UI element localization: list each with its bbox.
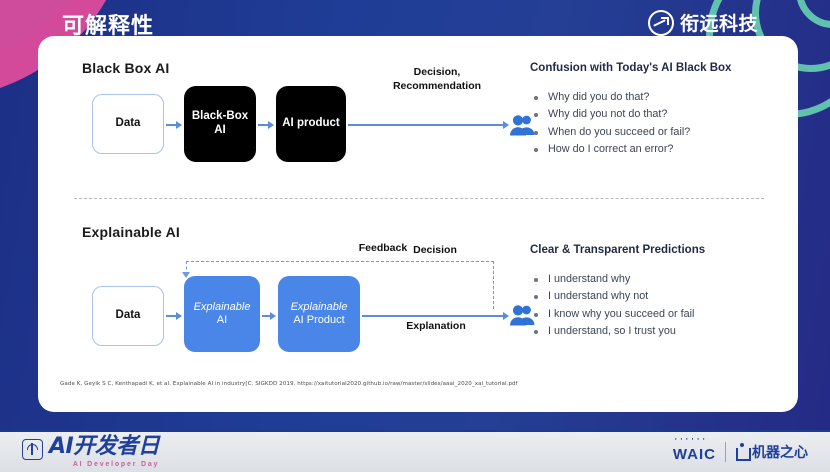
list-item: I know why you succeed or fail — [530, 306, 742, 323]
content-card: Black Box AI Data Black-Box AI AI produc… — [38, 36, 798, 412]
node-explainable-ai: Explainable AI — [184, 276, 260, 352]
feedback-line-left — [186, 261, 187, 275]
node-explainable-ai-rest: AI — [216, 314, 228, 326]
arrow-xai-to-xaiproduct — [262, 312, 276, 319]
waic-logo: ' ' ' ' ' ' WAIC — [672, 438, 716, 463]
node-ai-product: AI product — [276, 86, 346, 162]
list-item: I understand, so I trust you — [530, 323, 742, 340]
robot-icon — [735, 442, 748, 461]
page-title: 可解释性 — [62, 14, 155, 39]
label-decision-recommendation-line2: Recommendation — [392, 79, 482, 92]
waic-logo-text: WAIC — [672, 446, 716, 463]
event-badge-icon — [22, 439, 43, 460]
node-explainable-ai-product: Explainable AI Product — [278, 276, 360, 352]
partner-logo: 机器之心 — [735, 442, 808, 462]
people-icon-explainable — [510, 304, 536, 326]
section-title-black-box: Black Box AI — [82, 60, 170, 76]
node-black-box-ai-line1: Black-Box — [191, 110, 249, 123]
node-data-explainable: Data — [92, 286, 164, 346]
section-title-explainable-ai: Explainable AI — [82, 224, 180, 240]
arrow-xaiproduct-to-people — [362, 312, 509, 319]
footer-divider — [725, 441, 726, 462]
list-item: When do you succeed or fail? — [530, 124, 742, 141]
label-feedback: Feedback — [358, 242, 408, 254]
node-black-box-ai: Black-Box AI — [184, 86, 256, 162]
arrow-product-to-people — [348, 121, 509, 128]
label-decision: Decision — [413, 244, 457, 256]
partner-logo-text: 机器之心 — [752, 444, 808, 461]
citation-text: Gade K, Geyik S C, Kenthapadi K, et al. … — [60, 381, 518, 387]
people-icon-black-box — [510, 114, 536, 136]
feedback-line-horizontal — [186, 261, 494, 262]
label-decision-recommendation-line1: Decision, — [413, 66, 461, 78]
footer-event-logo: AI开发者日 AI Developer Day — [22, 434, 160, 468]
arrow-blackbox-to-product — [258, 121, 274, 128]
circle-chart-icon — [647, 9, 674, 36]
node-data-black-box: Data — [92, 94, 164, 154]
text-block-clear-transparent: Clear & Transparent Predictions I unders… — [530, 242, 742, 341]
feedback-line-right — [493, 261, 494, 309]
text-block-clear-transparent-heading: Clear & Transparent Predictions — [530, 244, 706, 256]
arrow-data-to-blackbox — [166, 121, 182, 128]
footer-logo-subtitle: AI Developer Day — [72, 461, 160, 468]
label-explanation: Explanation — [406, 320, 466, 332]
label-decision-recommendation: Decision, Recommendation — [382, 66, 492, 93]
feedback-arrowhead — [181, 272, 190, 278]
brand-logo: 衔远科技 — [647, 9, 758, 36]
node-explainable-ai-product-italic: Explainable — [290, 301, 348, 314]
arrow-data-to-xai — [166, 312, 182, 319]
node-black-box-ai-line2: AI — [214, 124, 226, 136]
node-explainable-ai-product-rest: AI Product — [293, 314, 345, 326]
list-item: I understand why — [530, 271, 742, 288]
list-item: Why did you do that? — [530, 89, 742, 106]
text-block-confusion: Confusion with Today's AI Black Box Why … — [530, 60, 742, 159]
text-block-confusion-list: Why did you do that? Why did you not do … — [530, 89, 742, 159]
list-item: Why did you not do that? — [530, 106, 742, 123]
list-item: How do I correct an error? — [530, 141, 742, 158]
footer-partners: ' ' ' ' ' ' WAIC 机器之心 — [672, 438, 808, 463]
section-divider — [74, 198, 764, 199]
footer-logo-text: AI开发者日 — [49, 434, 160, 459]
text-block-clear-transparent-list: I understand why I understand why not I … — [530, 271, 742, 341]
footer-bar: AI开发者日 AI Developer Day ' ' ' ' ' ' WAIC… — [0, 430, 830, 472]
node-explainable-ai-italic: Explainable — [193, 301, 251, 314]
text-block-confusion-heading: Confusion with Today's AI Black Box — [530, 62, 732, 74]
brand-name: 衔远科技 — [679, 13, 758, 35]
list-item: I understand why not — [530, 288, 742, 305]
waic-dots-icon: ' ' ' ' ' ' — [674, 438, 706, 445]
